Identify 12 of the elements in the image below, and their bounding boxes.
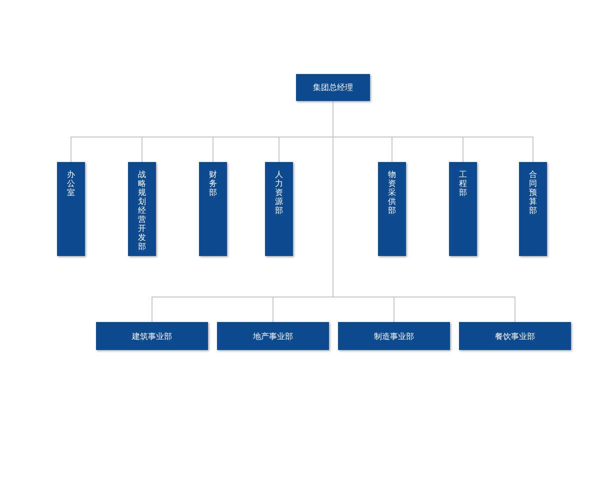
department-box: 财务部 (199, 162, 227, 256)
division-box: 地产事业部 (217, 322, 329, 350)
division-box: 建筑事业部 (96, 322, 208, 350)
manager-box: 集团总经理 (296, 74, 370, 101)
department-box: 物资采供部 (378, 162, 406, 256)
department-box: 战略规划经营开发部 (128, 162, 156, 256)
division-box: 制造事业部 (338, 322, 450, 350)
division-box: 餐饮事业部 (459, 322, 571, 350)
department-box: 办公室 (57, 162, 85, 256)
department-box: 合同预算部 (519, 162, 547, 256)
department-box: 工程部 (449, 162, 477, 256)
department-box: 人力资源部 (265, 162, 293, 256)
